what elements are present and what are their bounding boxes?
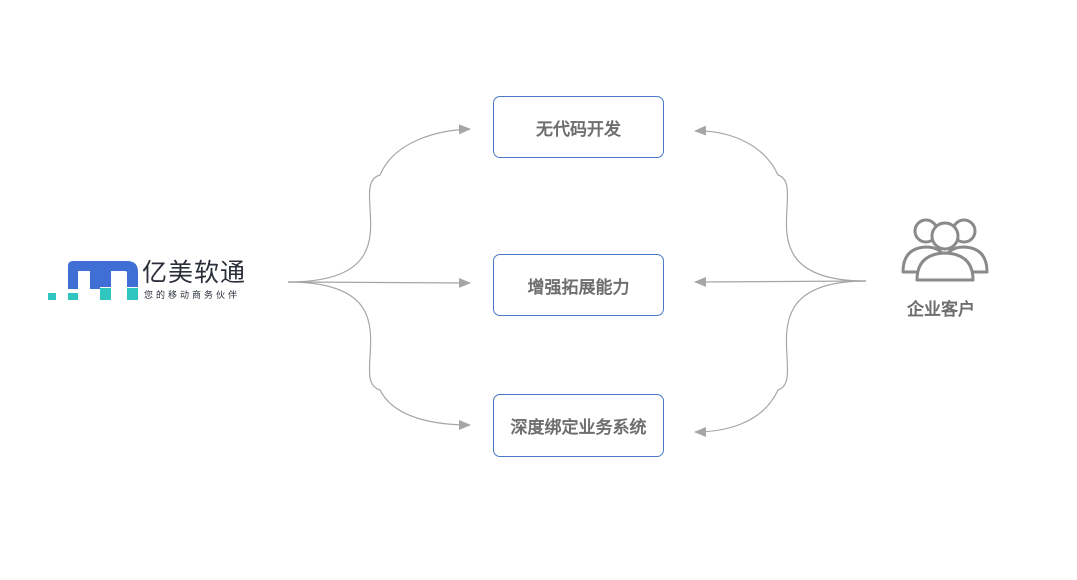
customer-node: 企业客户 — [893, 214, 1003, 324]
feature-label: 深度绑定业务系统 — [510, 418, 647, 438]
feature-label: 增强拓展能力 — [527, 277, 630, 298]
users-group-icon — [901, 218, 989, 282]
feature-box-business-binding: 深度绑定业务系统 — [493, 394, 664, 457]
feature-box-extension: 增强拓展能力 — [493, 254, 664, 316]
connector-customer-to-feature-1 — [694, 125, 867, 282]
feature-box-no-code: 无代码开发 — [493, 96, 664, 158]
brand-logo-mark-icon — [48, 261, 138, 300]
brand-tagline: 您的移动商务伙伴 — [144, 291, 241, 301]
brand-logo: 亿美软通 您的移动商务伙伴 — [48, 258, 278, 306]
brand-name: 亿美软通 — [142, 258, 247, 287]
connector-brand-to-feature-1 — [287, 124, 471, 283]
feature-label: 无代码开发 — [536, 119, 621, 140]
customer-label: 企业客户 — [907, 300, 975, 320]
connector-customer-to-feature-2 — [694, 276, 867, 287]
connector-customer-to-feature-3 — [694, 280, 867, 437]
connector-brand-to-feature-2 — [287, 277, 471, 288]
connector-brand-to-feature-3 — [287, 281, 471, 430]
